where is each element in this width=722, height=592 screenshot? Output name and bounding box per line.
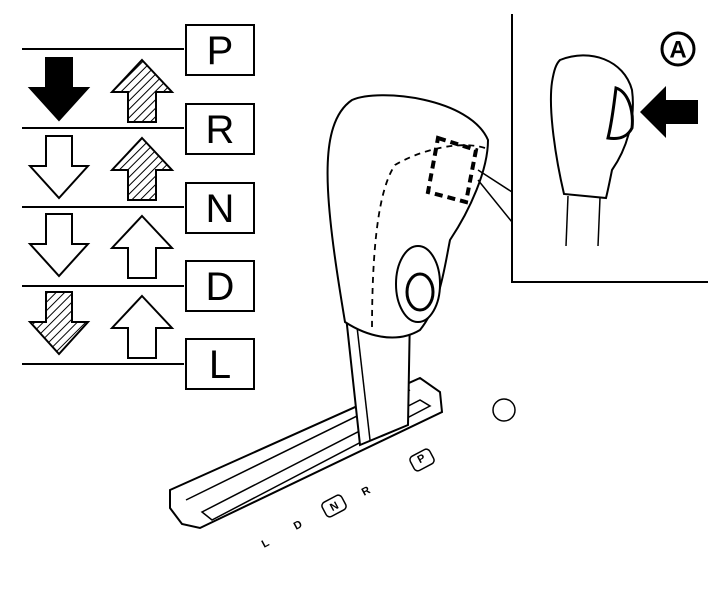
svg-text:A: A [669, 37, 686, 64]
knob-side-view [549, 54, 634, 200]
indicator-lamp [492, 398, 516, 422]
shift-lock-button [395, 245, 441, 323]
gear-label-p: P [207, 29, 234, 73]
down-arrow-hatched-icon [27, 291, 91, 356]
gate-label-l: L [260, 537, 272, 551]
shift-knob [326, 94, 490, 339]
pointer-arrow-icon [640, 86, 698, 138]
callout-a: A [660, 31, 696, 67]
down-arrow-solid-icon [27, 57, 91, 122]
gate-label-n: N [321, 494, 347, 518]
gear-label-r: R [206, 108, 235, 152]
gate-label-p: P [409, 448, 435, 472]
shift-gate-plate: P R N D L [169, 376, 516, 551]
gate-label-r: R [360, 484, 373, 498]
up-arrow-hatched-icon [109, 58, 175, 123]
gear-label-n: N [206, 187, 235, 231]
gate-label-d: D [292, 518, 305, 532]
gear-label-l: L [209, 343, 231, 387]
gear-box-l: L [185, 338, 255, 390]
gear-box-d: D [185, 260, 255, 312]
gear-box-r: R [185, 103, 255, 155]
gear-label-d: D [206, 265, 235, 309]
hidden-button-outline [425, 135, 479, 205]
gear-box-p: P [185, 24, 255, 76]
shift-lever [326, 94, 490, 447]
down-arrow-outline-icon [27, 135, 91, 200]
up-arrow-hatched-icon [109, 136, 175, 201]
knob-side-button [606, 85, 634, 140]
up-arrow-outline-icon [109, 214, 175, 279]
up-arrow-outline-icon [109, 294, 175, 359]
shift-pattern-table: P R N D L [22, 24, 255, 390]
detail-inset: A [477, 14, 708, 283]
down-arrow-outline-icon [27, 213, 91, 278]
gear-box-n: N [185, 182, 255, 234]
